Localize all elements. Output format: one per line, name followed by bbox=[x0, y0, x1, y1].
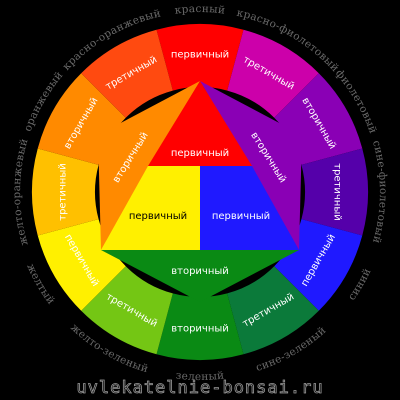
ring-label-green: вторичный bbox=[171, 324, 229, 335]
center-blue-triangle bbox=[200, 166, 299, 250]
center-yellow-triangle bbox=[101, 166, 200, 250]
ring-segment-blue-green bbox=[227, 266, 319, 355]
ring-segment-red-violet bbox=[227, 29, 319, 118]
ring-segment-yellow-orange bbox=[31, 148, 99, 236]
color-ring bbox=[31, 24, 368, 360]
outer-name-red: красный bbox=[174, 3, 226, 17]
ring-segment-blue-violet bbox=[301, 148, 368, 236]
outer-name-green: зеленый bbox=[175, 369, 225, 383]
center-green-label: вторичный bbox=[171, 266, 229, 277]
center-red-triangle bbox=[148, 81, 252, 166]
watermark: uvlekatelnie-bonsai.ru bbox=[76, 378, 323, 398]
ring-label-yellow-orange: третичный bbox=[58, 163, 69, 221]
ring-segment-red-orange bbox=[81, 29, 173, 118]
center-figure: первичный первичный первичный вторичный … bbox=[98, 81, 302, 302]
center-blue-label: первичный bbox=[212, 211, 270, 222]
ring-segment-red bbox=[156, 24, 244, 91]
ring-segment-green bbox=[156, 293, 244, 360]
center-green-triangle bbox=[101, 250, 299, 302]
ring-label-red: первичный bbox=[171, 50, 229, 61]
center-yellow-label: первичный bbox=[129, 211, 187, 222]
center-red-label: первичный bbox=[171, 148, 229, 159]
ring-label-blue-violet: третичный bbox=[332, 163, 343, 221]
ring-segment-yellow-green bbox=[81, 266, 173, 355]
